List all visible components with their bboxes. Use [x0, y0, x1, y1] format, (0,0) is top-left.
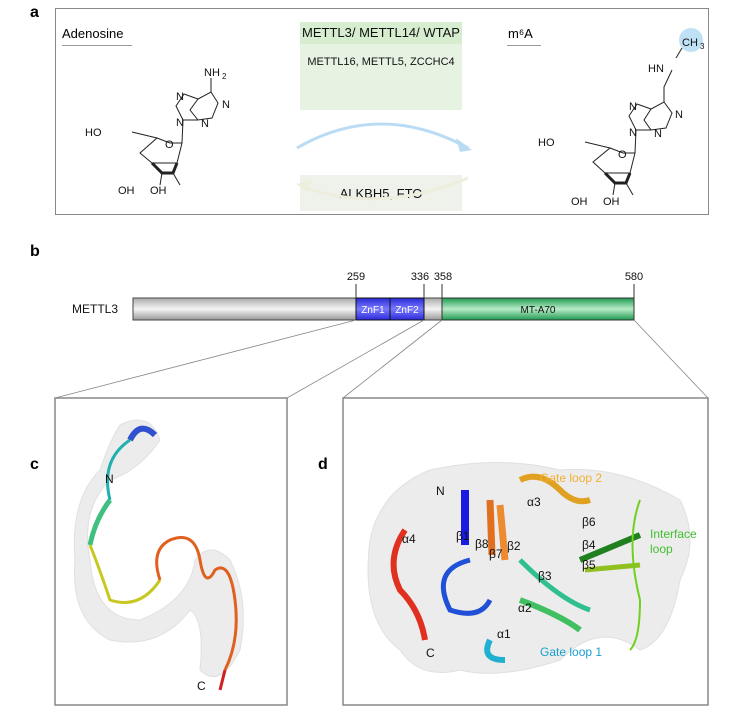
writers-label: METTL3/ METTL14/ WTAP — [302, 25, 460, 40]
svg-text:N: N — [629, 101, 637, 113]
znf2-label: ZnF2 — [395, 305, 419, 316]
other-writers-label: METTL16, METTL5, ZCCHC4 — [307, 56, 455, 68]
m6a-structure — [584, 47, 683, 196]
label-beta7: β7 — [489, 547, 503, 561]
svg-text:HO: HO — [538, 137, 555, 149]
svg-text:O: O — [165, 139, 174, 151]
demethylation-arrow — [299, 176, 469, 201]
c-c-terminus: C — [197, 679, 206, 693]
znf1-label: ZnF1 — [361, 305, 385, 316]
tick-358: 358 — [434, 271, 452, 283]
svg-text:N: N — [176, 91, 184, 103]
label-beta1: β1 — [456, 529, 470, 543]
interface-loop-label-1: Interface — [650, 527, 697, 541]
svg-text:O: O — [618, 149, 627, 161]
label-beta4: β4 — [582, 538, 596, 552]
label-beta2: β2 — [507, 539, 521, 553]
methylation-arrow — [296, 122, 469, 150]
panel-label-c: c — [30, 456, 39, 473]
domain-znf2 — [389, 297, 425, 321]
svg-text:N: N — [675, 109, 683, 121]
svg-text:N: N — [222, 99, 230, 111]
label-alpha3: α3 — [527, 495, 541, 509]
svg-text:CH: CH — [682, 37, 698, 49]
svg-text:OH: OH — [603, 196, 620, 208]
znf-surface — [73, 419, 244, 678]
adenosine-title: Adenosine — [62, 26, 124, 41]
label-alpha1: α1 — [497, 627, 511, 641]
svg-text:N: N — [201, 118, 209, 130]
mt-a70-label: MT-A70 — [520, 305, 555, 316]
svg-text:N: N — [629, 127, 637, 139]
label-alpha2: α2 — [518, 601, 532, 615]
c-n-terminus: N — [105, 472, 114, 486]
panel-label-b: b — [30, 243, 40, 260]
interface-loop-label-2: loop — [650, 542, 673, 556]
d-c-terminus: C — [426, 646, 435, 660]
mta70-ribbon — [390, 473, 642, 663]
svg-text:N: N — [654, 128, 662, 140]
protein-name: METTL3 — [72, 302, 118, 316]
tick-580: 580 — [625, 271, 643, 283]
znf-ribbon — [87, 425, 238, 691]
panel-label-d: d — [318, 456, 328, 473]
adenosine-structure — [131, 78, 219, 186]
svg-text:2: 2 — [222, 72, 227, 81]
atom-nh2: NH — [204, 67, 220, 79]
domain-mt-a70 — [441, 297, 635, 321]
gate-loop-2-label: Gate loop 2 — [540, 471, 602, 485]
svg-text:HN: HN — [648, 63, 664, 75]
svg-text:OH: OH — [571, 196, 588, 208]
m6a-title: m⁶A — [508, 26, 533, 41]
gate-loop-1-label: Gate loop 1 — [540, 645, 602, 659]
svg-text:3: 3 — [700, 42, 705, 51]
label-beta3: β3 — [538, 569, 552, 583]
tick-259: 259 — [347, 271, 365, 283]
panel-label-a: a — [30, 4, 39, 21]
label-beta6: β6 — [582, 515, 596, 529]
d-n-terminus: N — [436, 484, 445, 498]
svg-text:OH: OH — [118, 185, 135, 197]
label-beta8: β8 — [475, 537, 489, 551]
svg-text:N: N — [176, 117, 184, 129]
svg-text:OH: OH — [150, 185, 167, 197]
panel-c-box — [54, 397, 288, 706]
label-alpha4: α4 — [402, 532, 416, 546]
label-beta5: β5 — [582, 558, 596, 572]
tick-336: 336 — [411, 271, 429, 283]
svg-text:HO: HO — [85, 127, 102, 139]
zoom-lines — [54, 319, 709, 399]
